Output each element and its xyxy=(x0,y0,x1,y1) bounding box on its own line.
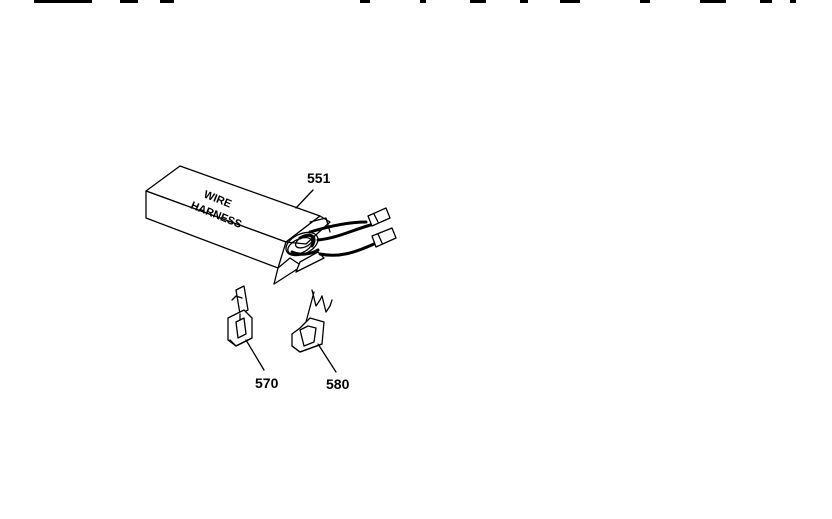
part-number-570[interactable]: 570 xyxy=(255,375,279,391)
terminal-570[interactable] xyxy=(227,285,253,347)
wire-harness-box[interactable]: WIRE HARNESS xyxy=(145,165,331,285)
wire-leads xyxy=(308,220,376,257)
coiled-wires xyxy=(285,231,320,257)
callout-line-580 xyxy=(317,343,337,373)
terminal-580[interactable] xyxy=(291,289,333,353)
top-header-fragment xyxy=(34,0,796,3)
part-number-580[interactable]: 580 xyxy=(326,376,350,392)
callout-line-551 xyxy=(295,189,314,209)
callout-line-570 xyxy=(245,339,265,371)
wire-connector-lower xyxy=(371,227,397,248)
wire-connector-upper xyxy=(367,207,391,227)
part-number-551[interactable]: 551 xyxy=(307,170,331,186)
